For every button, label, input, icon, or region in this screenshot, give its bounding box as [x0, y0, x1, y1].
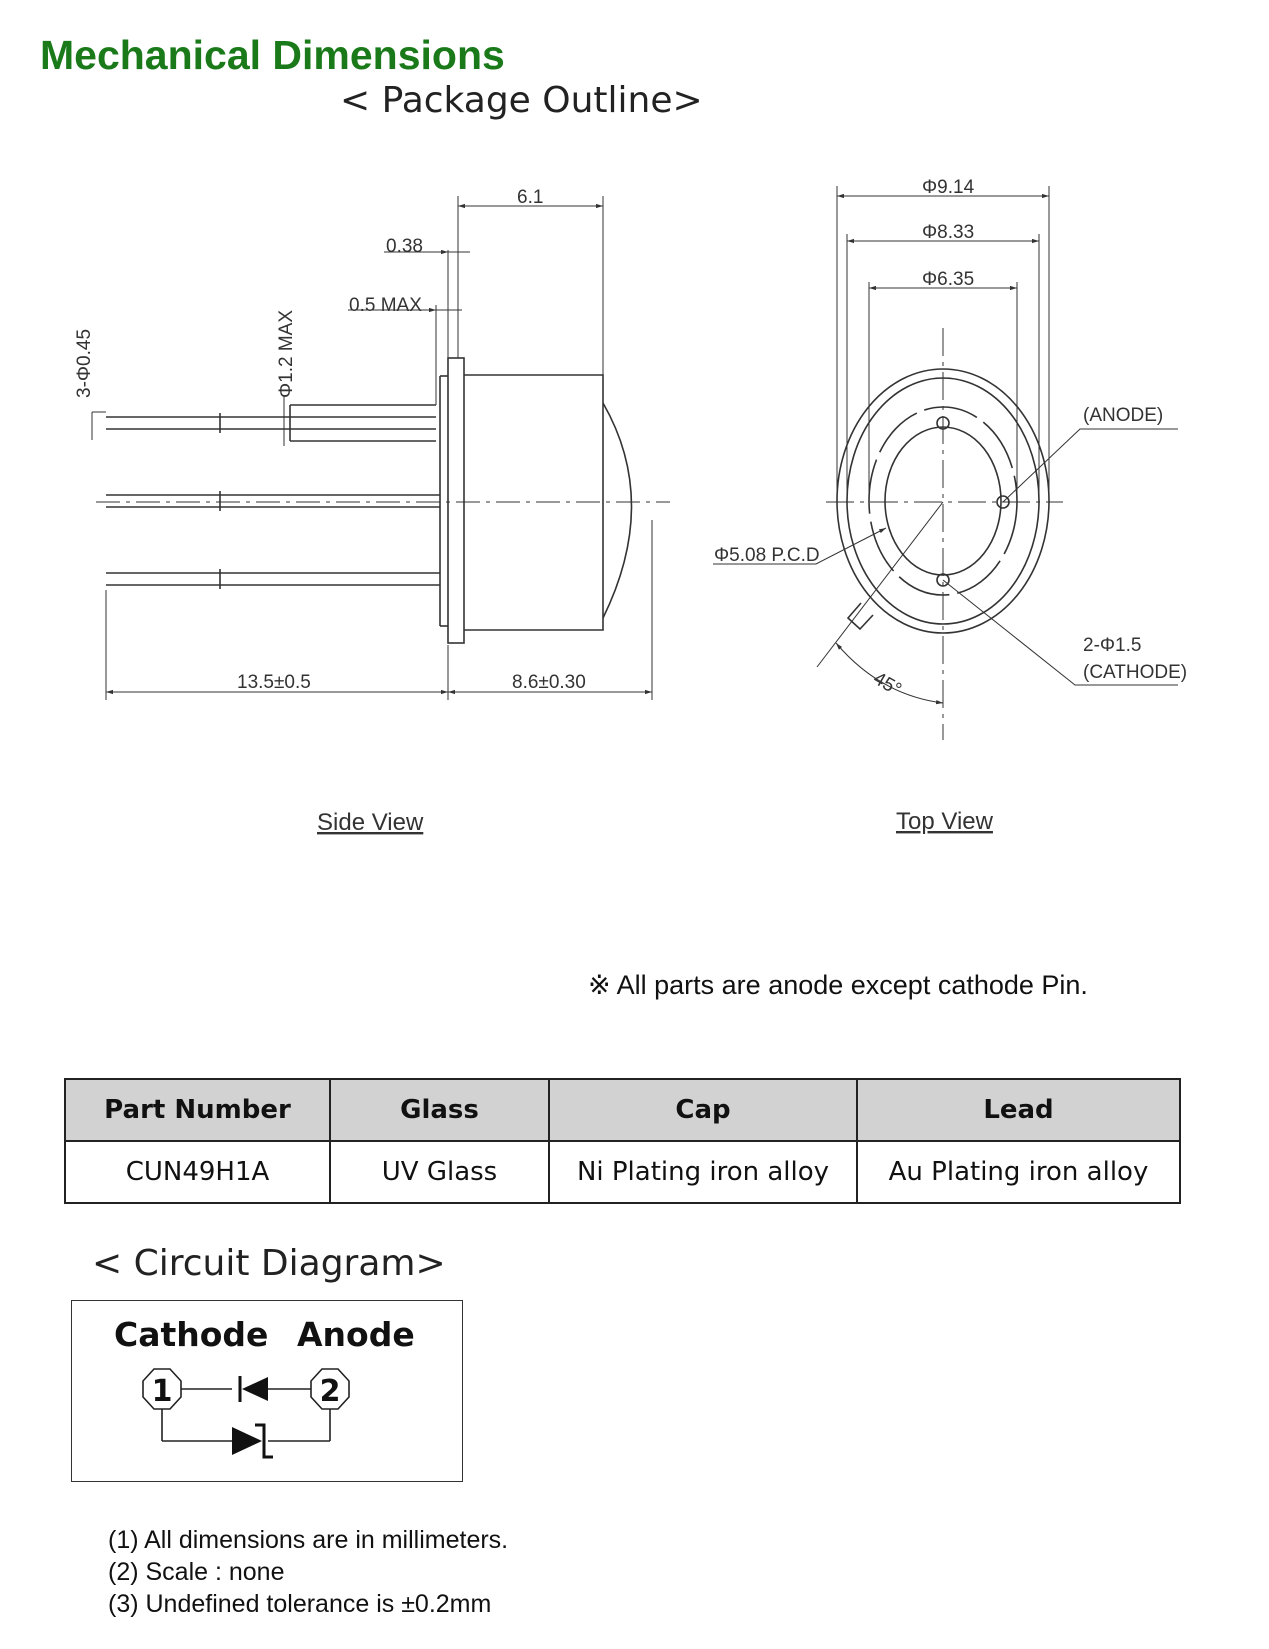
pin-1-label: 1: [152, 1374, 173, 1409]
dim-lead-shoulder: Φ1.2 MAX: [276, 310, 297, 398]
table-cell: Ni Plating iron alloy: [548, 1140, 858, 1204]
footnote: (1) All dimensions are in millimeters.: [108, 1526, 509, 1554]
cathode-label: (CATHODE): [1083, 662, 1187, 683]
dim-cap-length: 6.1: [517, 187, 543, 208]
flange: [447, 357, 465, 644]
flange-outline: [836, 368, 1050, 634]
dim-lead-length: 13.5±0.5: [237, 672, 311, 693]
table-header-cell: Part Number: [64, 1078, 331, 1142]
lead-middle: [106, 491, 440, 511]
dim-angle: 45°: [870, 668, 905, 701]
footnote: (3) Undefined tolerance is ±0.2mm: [108, 1590, 492, 1618]
table-cell: CUN49H1A: [64, 1140, 331, 1204]
dim-flange-clearance: 0.5 MAX: [349, 295, 422, 316]
table-header-row: Part Number Glass Cap Lead: [64, 1078, 1181, 1142]
dim-body-length: 8.6±0.30: [512, 672, 586, 693]
anode-title: Anode: [297, 1315, 415, 1354]
page-title: Mechanical Dimensions: [40, 32, 505, 78]
table-header-cell: Glass: [329, 1078, 550, 1142]
pin-right: [996, 495, 1010, 509]
lead-bottom: [106, 569, 440, 589]
table-header-cell: Cap: [548, 1078, 858, 1142]
diode-symbol: [238, 1376, 268, 1402]
pin-1-octagon: [142, 1368, 182, 1410]
tab: [846, 602, 874, 631]
circuit-schematic: Cathode Anode 1 2: [114, 1315, 415, 1459]
table-cell: UV Glass: [329, 1140, 550, 1204]
pin-2-label: 2: [320, 1374, 341, 1409]
lead-top: [106, 404, 436, 442]
footnotes: (1) All dimensions are in millimeters. (…: [108, 1524, 508, 1620]
footnote: (2) Scale : none: [108, 1558, 285, 1586]
table-row: CUN49H1A UV Glass Ni Plating iron alloy …: [64, 1140, 1181, 1204]
cathode-title: Cathode: [114, 1315, 268, 1354]
table-header-cell: Lead: [856, 1078, 1181, 1142]
dim-flange-thickness: 0.38: [386, 236, 423, 257]
pin-2-octagon: [310, 1368, 350, 1410]
circuit-diagram: Cathode Anode 1 2: [71, 1300, 463, 1482]
pin-top: [936, 416, 950, 430]
side-view-drawing: [91, 196, 670, 700]
circuit-diagram-heading: < Circuit Diagram>: [92, 1243, 446, 1284]
cathode-count-label: 2-Φ1.5: [1083, 635, 1141, 656]
dim-lead-diameter: 3-Φ0.45: [74, 329, 95, 398]
table-cell: Au Plating iron alloy: [856, 1140, 1181, 1204]
package-outline-drawing: 6.1 0.38 0.5 MAX 3-Φ0.45 Φ1.2 MAX 13.5±0…: [74, 177, 1187, 836]
anode-label: (ANODE): [1083, 405, 1163, 426]
cap-outline: [846, 377, 1040, 625]
cap-body: [464, 374, 604, 631]
zener-diode-symbol: [232, 1423, 273, 1459]
dome-lens: [602, 402, 633, 619]
pin-bottom: [936, 573, 950, 587]
dim-pin-circle: Φ5.08 P.C.D: [714, 545, 820, 566]
side-view-caption: Side View: [317, 809, 424, 836]
top-view-caption: Top View: [896, 808, 994, 835]
dim-window-diameter: Φ6.35: [922, 269, 974, 290]
dim-cap-diameter: Φ8.33: [922, 222, 974, 243]
package-outline-heading: < Package Outline>: [340, 80, 703, 121]
anode-note: ※ All parts are anode except cathode Pin…: [588, 970, 1088, 1000]
top-view-drawing: [713, 186, 1178, 740]
dim-flange-diameter: Φ9.14: [922, 177, 975, 198]
materials-table: Part Number Glass Cap Lead CUN49H1A UV G…: [64, 1078, 1181, 1204]
